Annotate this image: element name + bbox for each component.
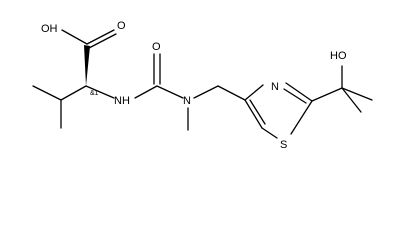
wedge-bond-ca-c [84,45,90,86]
atom-label-urea-n: N [183,95,191,107]
atom-label-nh: NH [114,95,130,107]
bond-ca-nh [85,85,115,99]
atom-label-layer: OH O NH O N N S HO &1 [41,20,347,151]
bond-nh-cu [134,85,158,99]
bond-cu-n [156,85,184,99]
bond-n-ch2 [193,85,219,99]
atom-label-thiazole-n: N [271,81,279,93]
bond-s1-c2 [290,100,313,135]
bond-c2-cq [311,87,343,102]
atom-label-thiazole-s: S [280,139,287,151]
bond-layer [32,29,373,139]
bond-ch2-c4 [217,85,246,101]
bond-c4-c5-b [249,99,266,125]
bond-c4-c5-a [244,99,263,129]
chemical-structure-diagram: OH O NH O N N S HO &1 [32,20,373,151]
atom-label-hydroxy-oh: HO [330,50,347,62]
atom-label-urea-o: O [152,41,161,53]
bond-ca-cb [60,85,87,101]
bond-cq-me1 [341,87,362,113]
bond-c2-n3-a [285,82,313,102]
bond-c-o-double-b [88,33,117,49]
atom-label-carboxyl-o: O [117,20,126,32]
bond-cb-me1 [32,85,62,101]
bond-cq-me2 [341,87,373,101]
bond-c2-n3-b [283,88,307,104]
atom-label-carboxyl-oh: OH [41,23,58,35]
bond-c5-s1 [261,127,278,139]
bond-c4-n3 [244,84,264,101]
bond-c-o-double-a [86,29,115,45]
bond-oh-c [61,29,88,45]
stereo-label: &1 [90,90,99,97]
